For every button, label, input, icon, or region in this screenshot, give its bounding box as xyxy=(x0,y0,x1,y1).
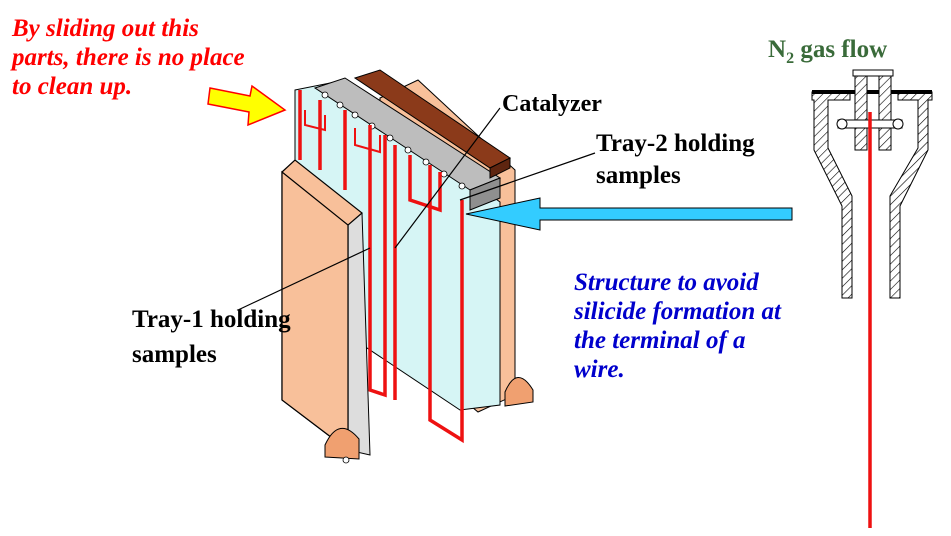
n2-nozzle xyxy=(811,69,933,528)
catalyzer-bar xyxy=(313,69,511,211)
structure-note: Structure to avoid silicide formation at… xyxy=(574,269,781,383)
tray-1-assembly xyxy=(281,159,371,464)
n2-symbol: N xyxy=(768,36,787,63)
tray-2-foot xyxy=(504,377,534,407)
n2-gas-flow-label: N2 gas flow xyxy=(768,36,887,73)
catalyzer-label: Catalyzer xyxy=(502,91,602,117)
sliding-note: By sliding out this parts, there is no p… xyxy=(12,15,245,100)
tray-2-label: Tray-2 holding samples xyxy=(596,130,755,189)
catalyzer-holes xyxy=(321,91,466,190)
n2-subscript: 2 xyxy=(786,50,795,67)
tray-1-foot xyxy=(324,428,360,460)
tray-1-label: Tray-1 holding samples xyxy=(132,306,291,368)
yellow-arrow xyxy=(207,84,287,127)
leader-lines xyxy=(237,107,596,311)
cyan-arrow xyxy=(465,197,793,231)
gas-flow-text: gas flow xyxy=(794,36,888,63)
sample-wires xyxy=(298,90,464,444)
